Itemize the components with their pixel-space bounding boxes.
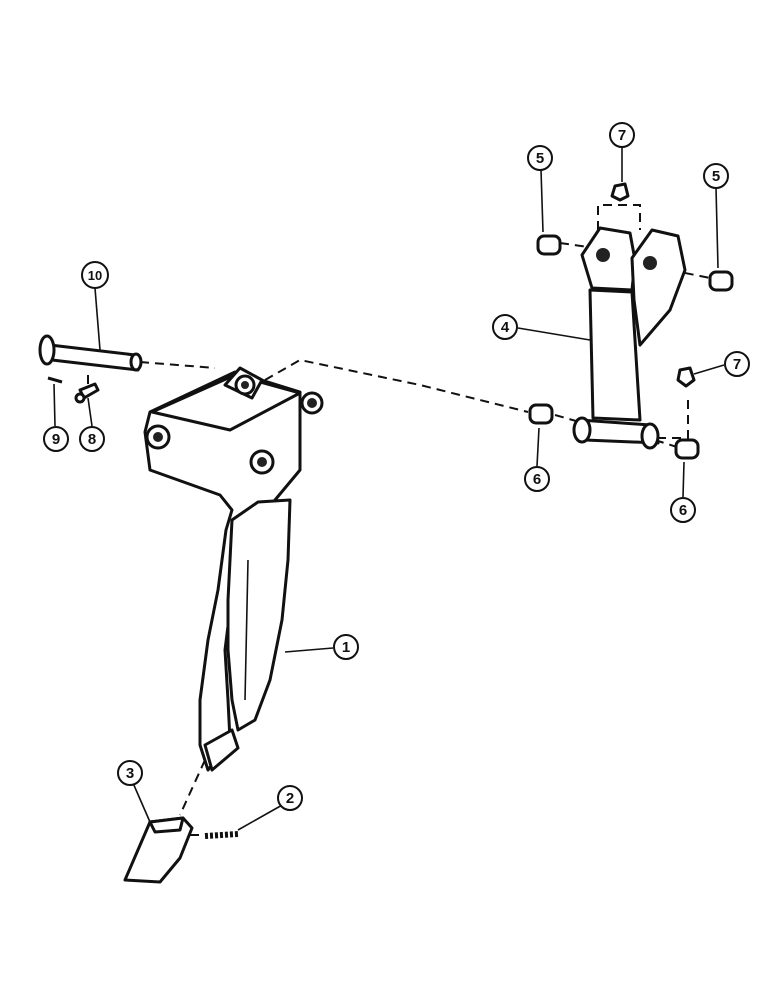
bushing-lower-right bbox=[674, 438, 700, 460]
callout-8: 8 bbox=[79, 426, 105, 452]
callout-7-right-label: 7 bbox=[733, 356, 741, 373]
callout-1-label: 1 bbox=[342, 639, 350, 656]
callout-5-right-label: 5 bbox=[712, 168, 720, 185]
callout-2: 2 bbox=[277, 785, 303, 811]
callout-6-right-label: 6 bbox=[679, 502, 687, 519]
callout-9: 9 bbox=[43, 426, 69, 452]
grease-fitting-lower bbox=[676, 366, 696, 388]
ripper-tip bbox=[123, 816, 194, 884]
callout-5-left-label: 5 bbox=[536, 150, 544, 167]
callout-5-left: 5 bbox=[527, 145, 553, 171]
callout-6-right: 6 bbox=[670, 497, 696, 523]
callout-1: 1 bbox=[333, 634, 359, 660]
callout-3: 3 bbox=[117, 760, 143, 786]
callout-8-label: 8 bbox=[88, 431, 96, 448]
callout-6-left-label: 6 bbox=[533, 471, 541, 488]
bushing-upper-left bbox=[536, 234, 562, 256]
callout-4-label: 4 bbox=[501, 319, 510, 336]
callout-6-left: 6 bbox=[524, 466, 550, 492]
cotter-pin bbox=[47, 376, 63, 384]
callout-7-top-label: 7 bbox=[618, 127, 626, 144]
callout-7-top: 7 bbox=[609, 122, 635, 148]
ripper-shank bbox=[143, 366, 324, 772]
callout-10-label: 10 bbox=[88, 268, 102, 283]
callout-2-label: 2 bbox=[286, 790, 294, 807]
callout-7-right: 7 bbox=[724, 351, 750, 377]
bolt bbox=[74, 382, 100, 404]
grease-fitting-upper bbox=[610, 182, 630, 202]
callout-9-label: 9 bbox=[52, 431, 60, 448]
bushing-lower-left bbox=[528, 403, 554, 425]
bushing-upper-right bbox=[708, 270, 734, 292]
pin bbox=[38, 334, 143, 372]
leader-lines bbox=[53, 147, 725, 831]
retaining-pin bbox=[204, 831, 239, 839]
callout-3-label: 3 bbox=[126, 765, 134, 782]
callout-10: 10 bbox=[81, 261, 109, 289]
callout-5-right: 5 bbox=[703, 163, 729, 189]
callout-4: 4 bbox=[492, 314, 518, 340]
ripper-bracket bbox=[572, 226, 687, 450]
